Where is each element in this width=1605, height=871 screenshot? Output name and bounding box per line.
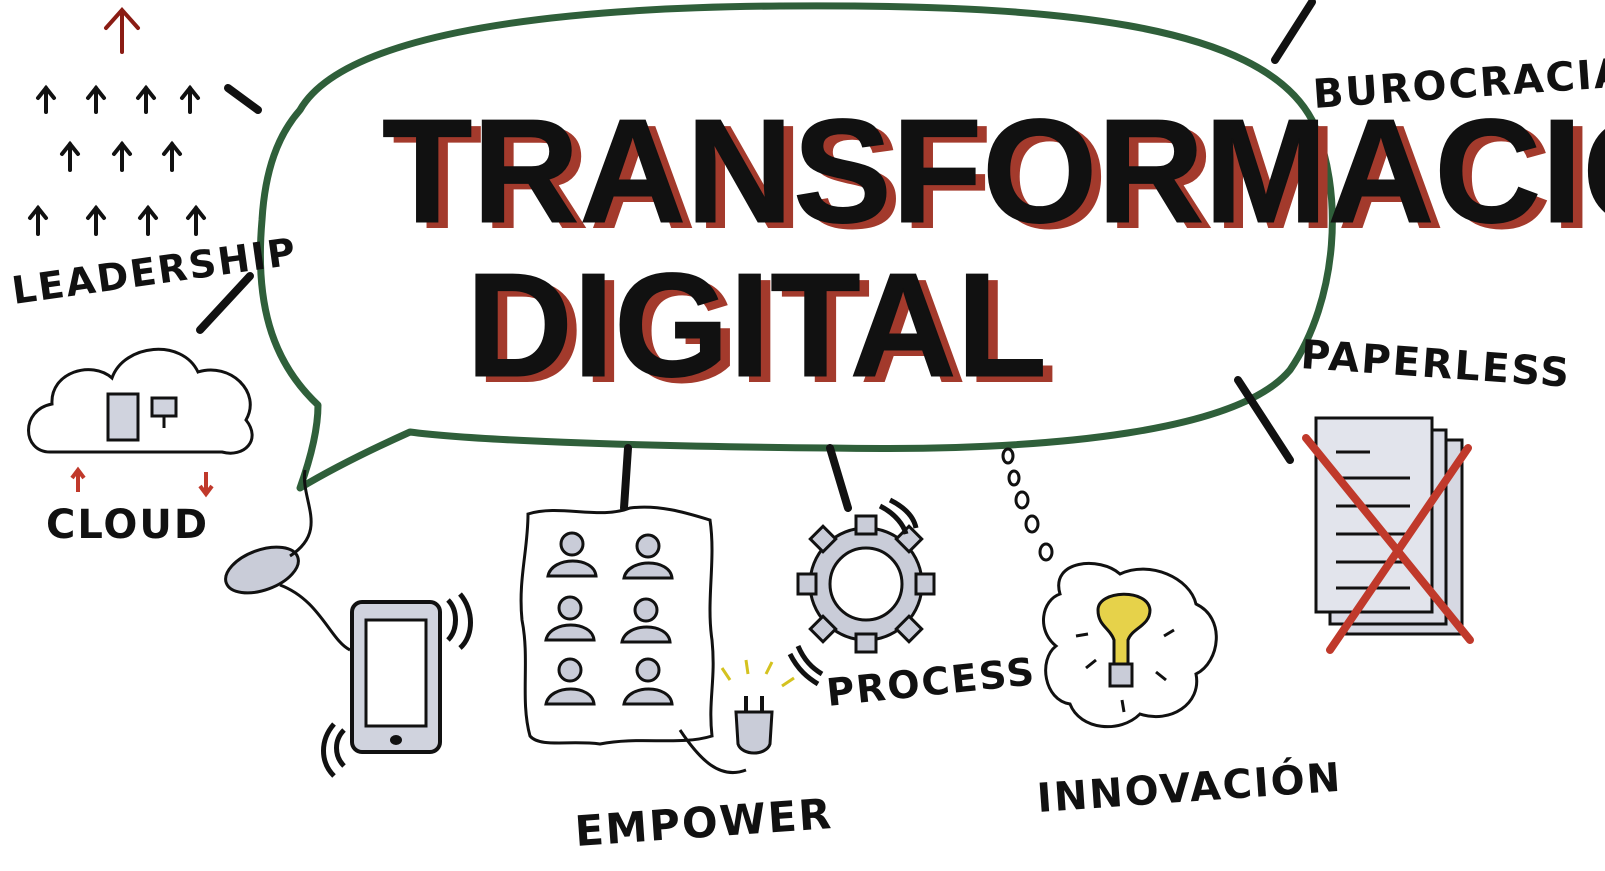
mouse-cable bbox=[279, 469, 351, 652]
label-leadership: LEADERSHIP bbox=[9, 229, 300, 313]
lightbulb-icon bbox=[1042, 561, 1218, 729]
title-line1: TRANSFORMACIÓN bbox=[382, 89, 1605, 254]
title-line2: DIGITAL bbox=[466, 243, 1047, 408]
crossed-papers-icon bbox=[1302, 416, 1474, 654]
mouse-icon bbox=[224, 545, 300, 595]
label-innovacion: INNOVACIÓN bbox=[1035, 753, 1343, 822]
cloud-transfer-arrows bbox=[70, 466, 214, 498]
cloud-device-icon bbox=[106, 392, 140, 442]
central-speech-bubble bbox=[256, 2, 1336, 492]
label-process: PROCESS bbox=[824, 649, 1038, 715]
plug-icon bbox=[678, 659, 795, 775]
title-line1-shadow: TRANSFORMACIÓN bbox=[392, 95, 1605, 260]
title-line2-shadow: DIGITAL bbox=[476, 249, 1057, 414]
label-paperless: PAPERLESS bbox=[1299, 332, 1572, 397]
cloud-icon bbox=[27, 347, 254, 455]
connector-lines bbox=[196, 0, 1316, 512]
arrow-up-icon bbox=[28, 6, 206, 236]
people-board-icon bbox=[519, 505, 715, 746]
innovation-dotted-connector bbox=[1001, 447, 1054, 562]
cloud-monitor-icon bbox=[150, 396, 178, 418]
label-cloud: CLOUD bbox=[46, 502, 209, 548]
label-empower: EMPOWER bbox=[573, 789, 834, 856]
gear-icon bbox=[787, 497, 936, 687]
tablet-icon bbox=[321, 592, 473, 778]
